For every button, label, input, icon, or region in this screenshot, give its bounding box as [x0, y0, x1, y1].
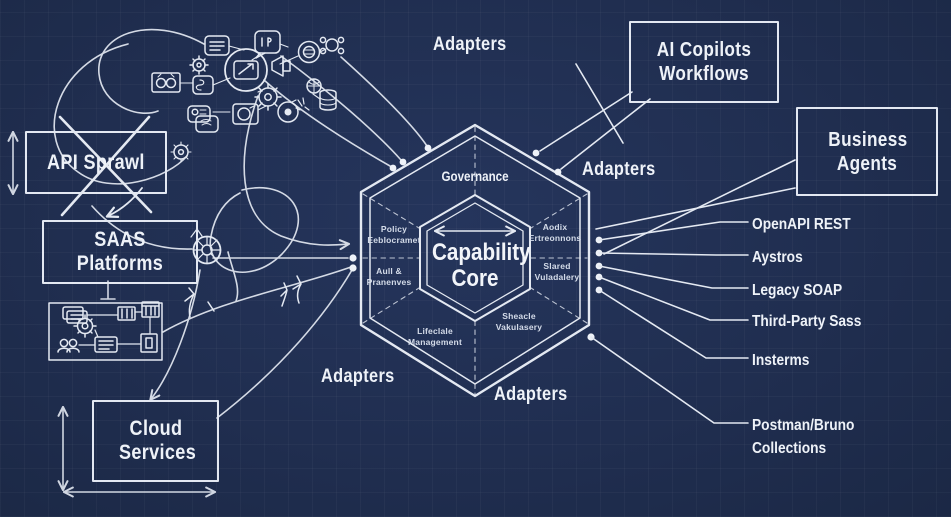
edit-photo-icon — [224, 48, 268, 92]
doc-stack-icon — [62, 306, 88, 324]
adapters-label-top: Adapters — [433, 34, 507, 55]
list-item-aystros: Aystros — [752, 249, 803, 266]
gear-icon — [189, 55, 209, 75]
robot-icon — [319, 36, 345, 55]
segment-shared-vocabulary-right: Slared Vuladalery — [534, 261, 580, 283]
ai-copilots-workflows-label: AI Copilots Workflows — [656, 39, 752, 85]
chat-icon — [254, 30, 281, 59]
ai-copilots-workflows-box: AI Copilots Workflows — [629, 21, 779, 103]
server-door-icon — [140, 333, 158, 353]
record-icon — [277, 101, 299, 123]
list-item-openapi-rest: OpenAPI REST — [752, 216, 851, 233]
sprout-doodles — [184, 275, 302, 318]
api-sprawl-box: API Sprawl — [25, 131, 167, 194]
document-icon — [204, 35, 230, 56]
id-card-icon — [187, 105, 219, 133]
globe-icon — [297, 40, 321, 64]
api-doodle-cluster — [151, 30, 345, 265]
capability-core-label: Capability Core — [432, 239, 531, 292]
columns-icon — [117, 306, 136, 321]
cog-icon — [254, 83, 282, 111]
gear-small-icon — [170, 141, 192, 163]
adapters-label-bottom-right: Adapters — [494, 384, 568, 405]
flask-icon — [192, 75, 214, 95]
sparkle-icon — [295, 97, 310, 111]
measurement-arrows — [7, 130, 217, 498]
api-sprawl-label: API Sprawl — [47, 150, 145, 174]
segment-audit-enforcement: Aodix Ertreonnons — [528, 222, 582, 244]
cloud-services-box: Cloud Services — [92, 400, 219, 482]
cloud-services-label: Cloud Services — [118, 416, 196, 464]
saas-platforms-label: SAAS Platforms — [76, 228, 164, 275]
people-icon — [57, 338, 80, 353]
segment-shared-vocabulary-bottom: Sheacle Vakulasery — [495, 311, 543, 333]
bank-icon — [141, 301, 160, 318]
capability-hexagon — [359, 123, 591, 398]
list-item-postman-bruno: Postman/Bruno Collections — [752, 417, 855, 457]
adapters-label-bottom-left: Adapters — [321, 366, 395, 387]
camera-box-icon — [232, 103, 259, 125]
agent-connector-lines — [539, 63, 796, 255]
saas-platforms-box: SAAS Platforms — [42, 220, 198, 284]
segment-dividers — [362, 126, 588, 395]
doc-lines-icon — [94, 336, 118, 353]
list-item-third-party-sass: Third-Party Sass — [752, 313, 862, 330]
database-icon — [319, 89, 337, 111]
mini-globe-icon — [306, 78, 322, 94]
sprawl-tangle-lines — [53, 28, 428, 419]
segment-policy: Policy Eeblocramet — [367, 224, 421, 246]
adapters-label-right: Adapters — [582, 159, 656, 180]
cluster-gear-icon — [73, 314, 97, 338]
business-agents-box: Business Agents — [796, 107, 938, 196]
business-agents-label: Business Agents — [828, 128, 908, 175]
wheel-icon — [192, 235, 222, 265]
binoculars-icon — [151, 72, 181, 93]
segment-lifecycle-management: Lifeclale Management — [408, 326, 462, 348]
infrastructure-cluster-box — [48, 301, 163, 361]
segment-audit-provenance: Aull & Pranenves — [366, 266, 412, 288]
icon-connectors — [179, 43, 327, 113]
megaphone-icon — [271, 55, 291, 77]
list-item-insterms: Insterms — [752, 352, 810, 369]
list-item-legacy-soap: Legacy SOAP — [752, 282, 843, 299]
governance-label: Governance — [441, 169, 509, 184]
leader-lines-right — [590, 221, 749, 424]
